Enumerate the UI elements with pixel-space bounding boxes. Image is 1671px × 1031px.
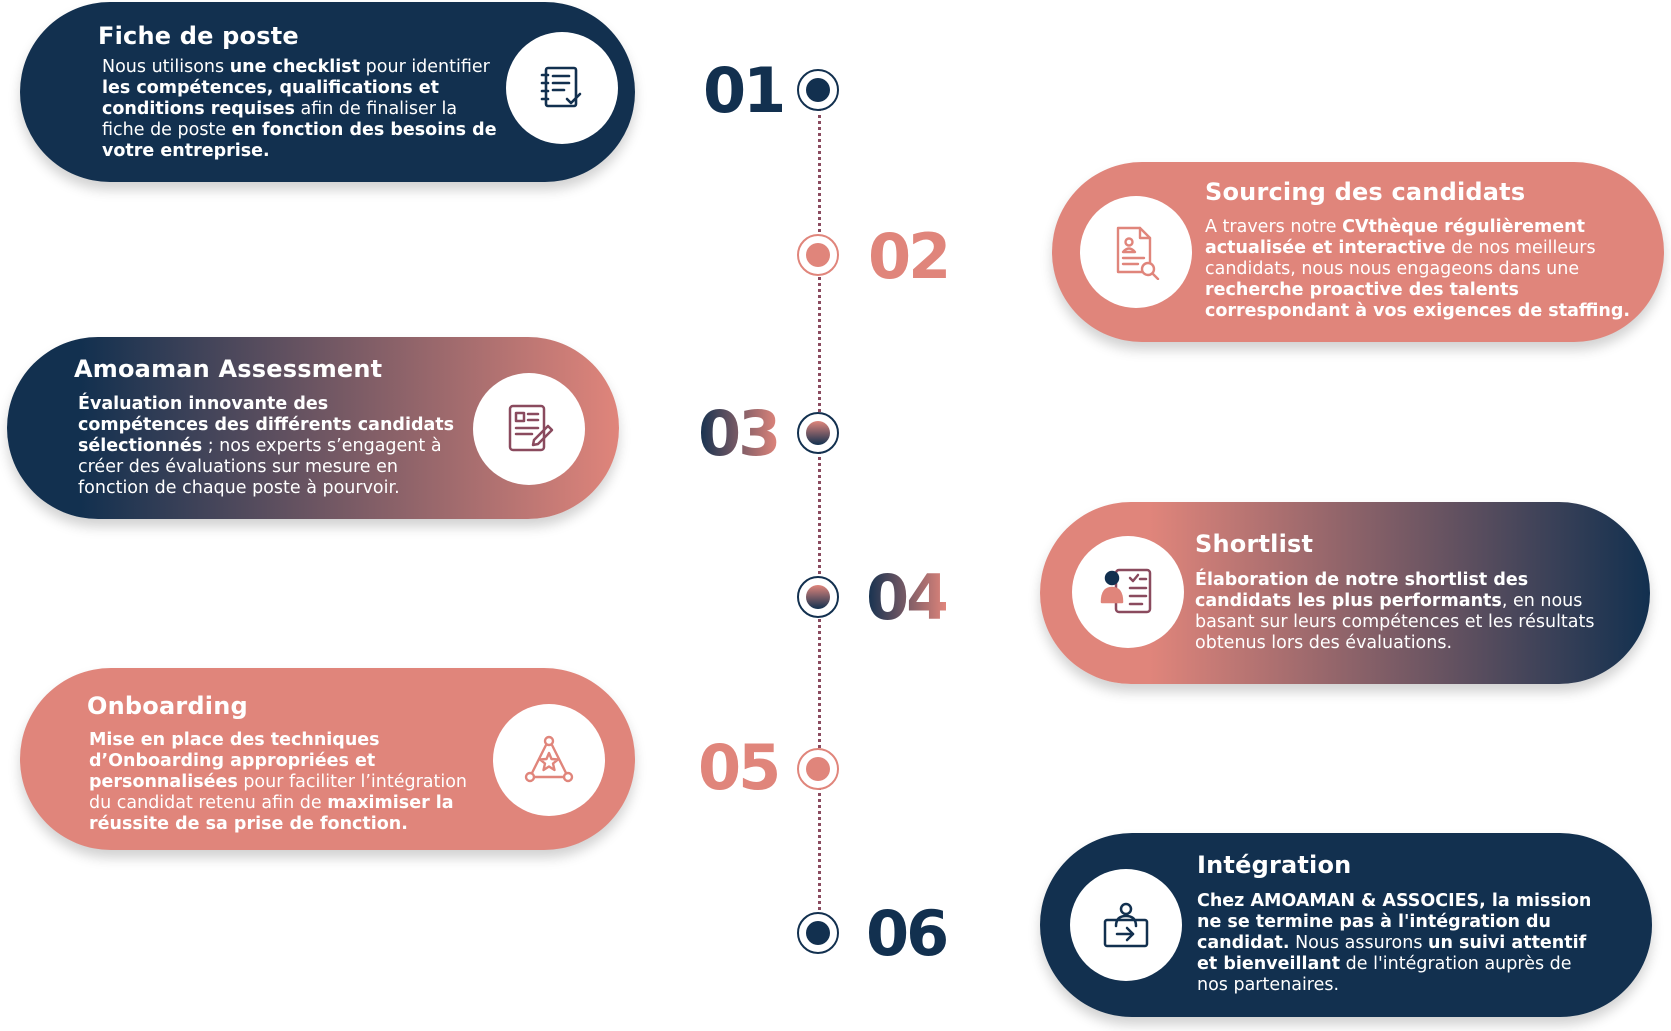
resume-search-icon bbox=[1116, 226, 1160, 280]
icon-badge bbox=[473, 373, 585, 485]
icon-badge bbox=[493, 704, 605, 816]
step-number-05: 05 bbox=[698, 731, 781, 804]
description-segment: Nous assurons bbox=[1289, 933, 1429, 953]
person-entering-icon bbox=[1103, 902, 1149, 948]
step-title: Intégration bbox=[1197, 851, 1352, 879]
step-title: Shortlist bbox=[1195, 530, 1314, 558]
step-number-04: 04 bbox=[866, 561, 949, 634]
step-card-integration: Intégration Chez AMOAMAN & ASSOCIES, la … bbox=[1040, 833, 1652, 1017]
step-number-01: 01 bbox=[703, 54, 786, 127]
description-segment: pour identifier bbox=[360, 57, 490, 77]
description-segment: ; nos experts s’engagent à créer des éva… bbox=[78, 436, 442, 498]
icon-badge bbox=[1080, 196, 1192, 308]
step-description: Évaluation innovante des compétences des… bbox=[78, 394, 463, 499]
step-title: Fiche de poste bbox=[98, 22, 299, 50]
description-bold-segment: maximiser la réussite de sa prise de fon… bbox=[89, 793, 454, 834]
description-segment: Nous utilisons bbox=[102, 57, 230, 77]
step-description: Nous utilisons une checklist pour identi… bbox=[102, 57, 502, 162]
step-description: Mise en place des techniques d’Onboardin… bbox=[89, 730, 484, 835]
step-description: A travers notre CVthèque régulièrement a… bbox=[1205, 217, 1645, 322]
description-bold-segment: CVthèque régulièrement actualisée et int… bbox=[1205, 217, 1585, 258]
description-bold-segment: les compétences, qualifications et condi… bbox=[102, 78, 440, 119]
timeline-node-03 bbox=[797, 412, 839, 454]
description-segment: , en nous basant sur leurs compétences e… bbox=[1195, 591, 1595, 653]
step-card-shortlist: Shortlist Élaboration de notre shortlist… bbox=[1040, 502, 1650, 684]
timeline-node-04 bbox=[797, 576, 839, 618]
step-description: Élaboration de notre shortlist des candi… bbox=[1195, 570, 1595, 654]
timeline-line bbox=[818, 108, 821, 928]
step-number-03: 03 bbox=[698, 397, 781, 470]
description-bold-segment: Chez AMOAMAN & ASSOCIES, la mission ne s… bbox=[1197, 891, 1592, 953]
step-title: Onboarding bbox=[87, 692, 248, 720]
step-title: Sourcing des candidats bbox=[1205, 178, 1526, 206]
timeline-node-02 bbox=[797, 234, 839, 276]
description-bold-segment: Élaboration de notre shortlist des candi… bbox=[1195, 570, 1529, 611]
timeline-node-01 bbox=[797, 69, 839, 111]
checklist-icon bbox=[540, 66, 582, 108]
step-title: Amoaman Assessment bbox=[74, 355, 383, 383]
description-bold-segment: recherche proactive des talents correspo… bbox=[1205, 280, 1631, 321]
description-bold-segment: en fonction des besoins de votre entrepr… bbox=[102, 120, 497, 161]
step-number-06: 06 bbox=[866, 897, 949, 970]
timeline-node-05 bbox=[797, 748, 839, 790]
icon-badge bbox=[1072, 536, 1184, 648]
step-description: Chez AMOAMAN & ASSOCIES, la mission ne s… bbox=[1197, 891, 1592, 996]
description-segment: afin de finaliser la fiche de poste bbox=[102, 99, 458, 140]
icon-badge bbox=[1070, 869, 1182, 981]
description-bold-segment: Mise en place des techniques d’Onboardin… bbox=[89, 730, 380, 792]
description-segment: de nos meilleurs candidats, nous nous en… bbox=[1205, 238, 1596, 279]
description-segment: pour faciliter l’intégration du candidat… bbox=[89, 772, 468, 813]
description-bold-segment: Évaluation innovante des compétences des… bbox=[78, 394, 455, 456]
step-number-02: 02 bbox=[868, 220, 951, 293]
step-card-assessment: Amoaman Assessment Évaluation innovante … bbox=[7, 337, 619, 519]
description-bold-segment: une checklist bbox=[229, 57, 361, 77]
team-network-star-icon bbox=[524, 735, 574, 783]
description-segment: A travers notre bbox=[1205, 217, 1343, 237]
icon-badge bbox=[506, 32, 618, 144]
assessment-document-icon bbox=[508, 404, 554, 452]
description-bold-segment: un suivi attentif et bienveillant bbox=[1197, 933, 1587, 974]
step-card-sourcing: Sourcing des candidats A travers notre C… bbox=[1052, 162, 1664, 342]
timeline-node-06 bbox=[797, 912, 839, 954]
description-segment: de l'intégration auprès de nos partenair… bbox=[1197, 954, 1572, 995]
step-card-fiche-de-poste: Fiche de poste Nous utilisons une checkl… bbox=[20, 2, 635, 182]
shortlist-candidate-icon bbox=[1100, 568, 1152, 614]
step-card-onboarding: Onboarding Mise en place des techniques … bbox=[20, 668, 635, 850]
